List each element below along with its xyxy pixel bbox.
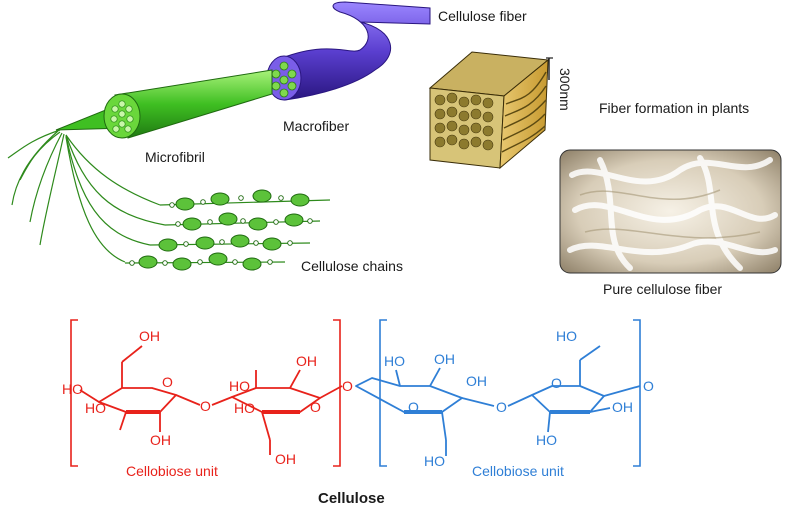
ho-label: HO (234, 400, 255, 416)
microfibril-label: Microfibril (145, 149, 205, 165)
ho-label: HO (424, 453, 445, 469)
oh-label: OH (434, 351, 455, 367)
chain-rings (138, 189, 310, 271)
ho-label: HO (85, 400, 106, 416)
chain-oxygen-links (129, 195, 313, 266)
macrofiber-label: Macrofiber (283, 118, 349, 134)
right-bracket-pair (379, 319, 641, 467)
macrofiber-bundles (271, 61, 297, 98)
macrofiber-tube (266, 1, 431, 101)
terminal-oxygen: O (643, 378, 654, 394)
cellulose-chains (124, 189, 331, 271)
cellulose-fiber-label: Cellulose fiber (438, 8, 527, 24)
cotton-fibers (567, 155, 778, 271)
right-ring-2 (531, 345, 641, 433)
left-ring-2 (231, 369, 343, 455)
cellobiose-unit-right: HO O OH OH O HO O HO HO OH O Cellobiose … (355, 319, 654, 479)
left-bracket-pair (70, 319, 341, 467)
ho-label: HO (536, 432, 557, 448)
microfibril-cone (55, 69, 273, 139)
cellulose-chains-label: Cellulose chains (301, 258, 403, 274)
right-ring-1 (355, 367, 533, 456)
ring-oxygen: O (162, 374, 173, 390)
cellobiose-unit-right-label: Cellobiose unit (472, 463, 564, 479)
ring-oxygen: O (408, 399, 419, 415)
oh-label: OH (296, 353, 317, 369)
ho-label: HO (556, 328, 577, 344)
bridging-oxygen: O (342, 378, 353, 394)
ho-label: HO (384, 353, 405, 369)
scale-label: 300nm (557, 68, 573, 111)
glycosidic-oxygen: O (496, 399, 507, 415)
cube-fiber-ends (434, 92, 494, 151)
oh-label: OH (275, 451, 296, 467)
oh-label: OH (150, 432, 171, 448)
cotton-photo (559, 149, 782, 274)
cellulose-title: Cellulose (318, 490, 385, 507)
ring-oxygen: O (310, 399, 321, 415)
glycosidic-oxygen: O (200, 398, 211, 414)
cube-fiber-lengths (501, 71, 547, 153)
microfibril-cross-section (110, 100, 134, 133)
ring-oxygen: O (551, 375, 562, 391)
fiber-formation-label: Fiber formation in plants (599, 100, 749, 116)
left-ring-1 (79, 345, 233, 432)
cellobiose-unit-left: OH HO HO O OH O HO HO OH O OH Cellobiose… (62, 319, 343, 479)
ho-label: HO (62, 381, 83, 397)
pure-fiber-label: Pure cellulose fiber (603, 281, 722, 297)
fibril-strands (7, 129, 166, 263)
oh-label: OH (612, 399, 633, 415)
cellobiose-unit-left-label: Cellobiose unit (126, 463, 218, 479)
fiber-cube (428, 51, 553, 170)
oh-label: OH (466, 373, 487, 389)
oh-label: OH (139, 328, 160, 344)
ho-label: HO (229, 378, 250, 394)
